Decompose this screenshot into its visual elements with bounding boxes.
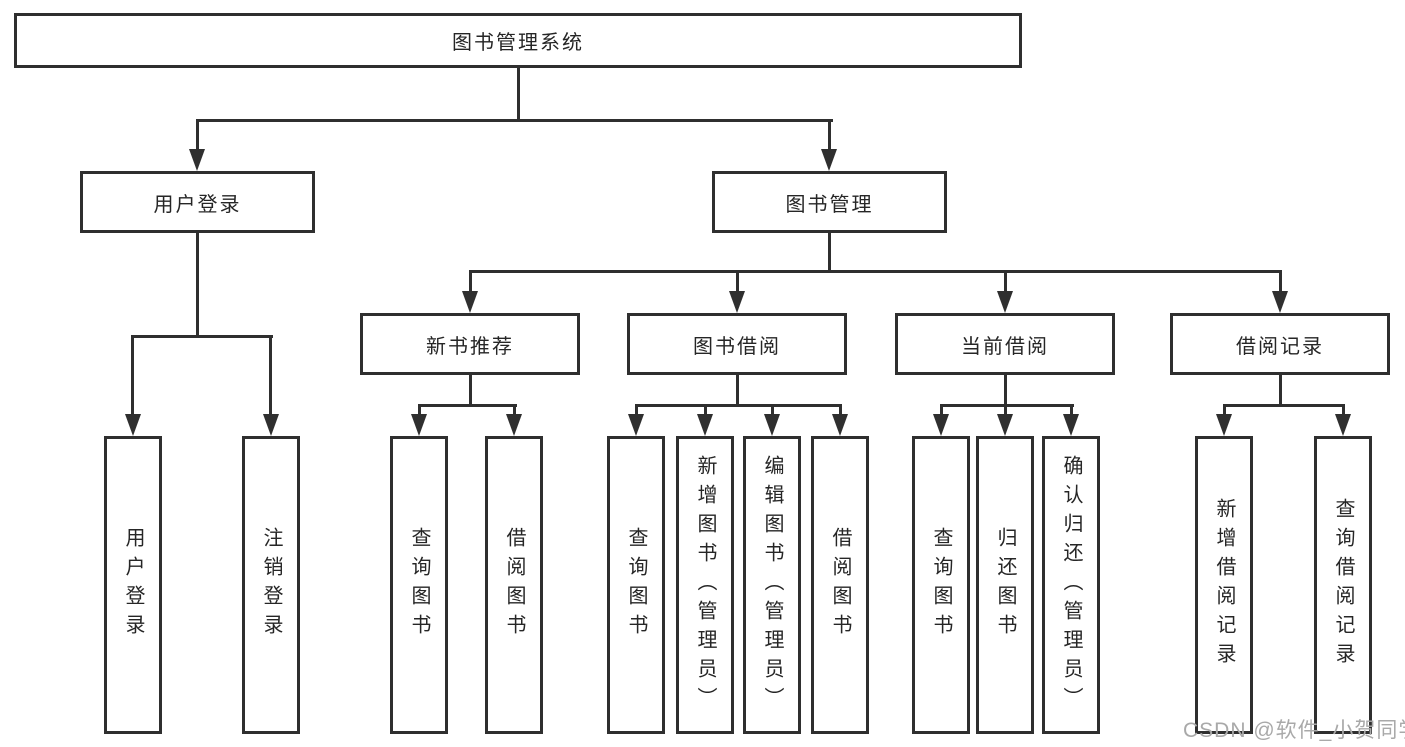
connector-stem xyxy=(635,404,638,416)
leaf-return-books: 归还图书 xyxy=(976,436,1034,734)
arrow-down-icon xyxy=(125,414,141,436)
leaf-query-books-current: 查询图书 xyxy=(912,436,970,734)
connector-stem xyxy=(1004,270,1007,293)
arrow-down-icon xyxy=(821,149,837,171)
arrow-down-icon xyxy=(832,414,848,436)
node-borrow-records: 借阅记录 xyxy=(1170,313,1390,375)
leaf-query-borrow-record: 查询借阅记录 xyxy=(1314,436,1372,734)
arrow-down-icon xyxy=(1216,414,1232,436)
node-new-book-recommend: 新书推荐 xyxy=(360,313,580,375)
arrow-down-icon xyxy=(506,414,522,436)
arrow-down-icon xyxy=(1335,414,1351,436)
connector-stem xyxy=(839,404,842,416)
leaf-add-borrow-record: 新增借阅记录 xyxy=(1195,436,1253,734)
connector-stem xyxy=(1279,373,1282,406)
connector-stem xyxy=(1223,404,1226,416)
arrow-down-icon xyxy=(729,291,745,313)
leaf-query-books-borrow: 查询图书 xyxy=(607,436,665,734)
leaf-edit-books-admin: 编辑图书（管理员） xyxy=(743,436,801,734)
connector-stem xyxy=(513,404,516,416)
connector-stem xyxy=(196,231,199,337)
leaf-borrow-books-recommend: 借阅图书 xyxy=(485,436,543,734)
arrow-down-icon xyxy=(1272,291,1288,313)
connector-stem xyxy=(704,404,707,416)
arrow-down-icon xyxy=(189,149,205,171)
arrow-down-icon xyxy=(997,291,1013,313)
leaf-user-login: 用户登录 xyxy=(104,436,162,734)
leaf-query-books-recommend: 查询图书 xyxy=(390,436,448,734)
connector-stem xyxy=(940,404,943,416)
arrow-down-icon xyxy=(933,414,949,436)
csdn-watermark: CSDN @软件_小贺同学 xyxy=(1183,719,1405,742)
connector-stem xyxy=(1279,270,1282,293)
leaf-logout: 注销登录 xyxy=(242,436,300,734)
connector-stem xyxy=(736,373,739,406)
connector-stem xyxy=(1004,373,1007,406)
connector-bar xyxy=(418,404,517,407)
connector-stem xyxy=(196,119,199,151)
node-user-login: 用户登录 xyxy=(80,171,315,233)
connector-bar xyxy=(469,270,1282,273)
node-book-management: 图书管理 xyxy=(712,171,947,233)
connector-stem xyxy=(771,404,774,416)
arrow-down-icon xyxy=(697,414,713,436)
arrow-down-icon xyxy=(764,414,780,436)
connector-stem xyxy=(736,270,739,293)
connector-root-stem xyxy=(517,66,520,120)
connector-stem xyxy=(269,335,272,416)
leaf-confirm-return-admin: 确认归还（管理员） xyxy=(1042,436,1100,734)
connector-stem xyxy=(1004,404,1007,416)
connector-root-bar xyxy=(196,119,833,122)
node-book-borrow: 图书借阅 xyxy=(627,313,847,375)
connector-stem xyxy=(131,335,134,416)
arrow-down-icon xyxy=(628,414,644,436)
connector-bar xyxy=(131,335,273,338)
connector-stem xyxy=(469,373,472,406)
connector-stem xyxy=(1342,404,1345,416)
arrow-down-icon xyxy=(263,414,279,436)
node-current-borrow: 当前借阅 xyxy=(895,313,1115,375)
connector-stem xyxy=(469,270,472,293)
arrow-down-icon xyxy=(411,414,427,436)
connector-bar xyxy=(635,404,842,407)
connector-bar xyxy=(1223,404,1345,407)
arrow-down-icon xyxy=(462,291,478,313)
arrow-down-icon xyxy=(997,414,1013,436)
connector-stem xyxy=(828,119,831,151)
leaf-add-books-admin: 新增图书（管理员） xyxy=(676,436,734,734)
connector-bar xyxy=(940,404,1074,407)
connector-stem xyxy=(418,404,421,416)
leaf-borrow-books: 借阅图书 xyxy=(811,436,869,734)
connector-stem xyxy=(828,231,831,272)
connector-stem xyxy=(1070,404,1073,416)
node-root: 图书管理系统 xyxy=(14,13,1022,68)
arrow-down-icon xyxy=(1063,414,1079,436)
